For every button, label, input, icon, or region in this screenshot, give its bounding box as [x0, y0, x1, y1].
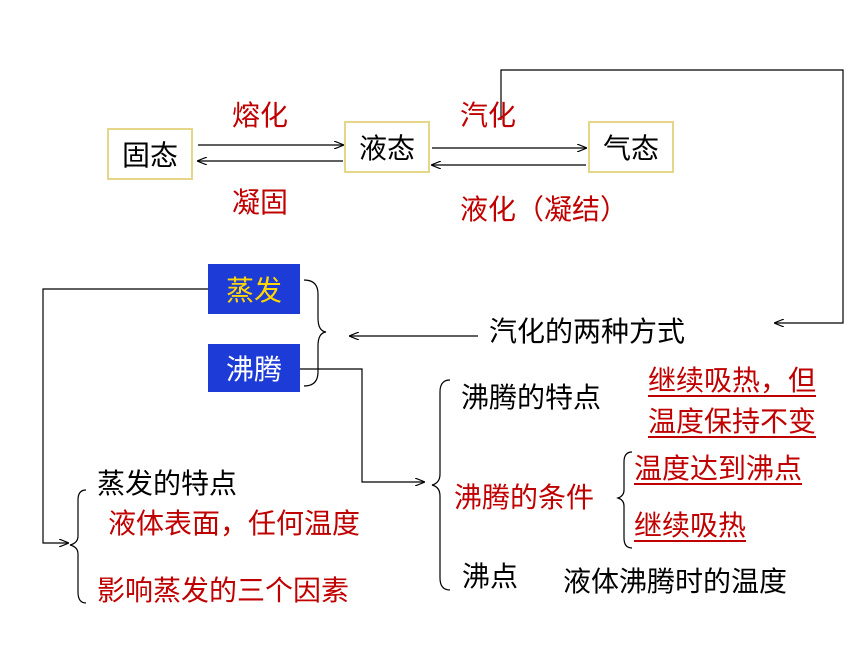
boiling-condition-2: 继续吸热: [634, 509, 747, 542]
boiling-box: 沸腾: [208, 344, 300, 392]
liquid-state-label: 液态: [358, 132, 415, 165]
vaporization-path-connector: [500, 69, 844, 323]
boiling-features-label: 沸腾的特点: [461, 381, 602, 414]
methods-brace: [303, 279, 327, 387]
boiling-conditions-label: 沸腾的条件: [454, 481, 595, 514]
solidifying-label: 凝固: [232, 186, 289, 219]
evaporation-features-label: 蒸发的特点: [97, 467, 238, 500]
boiling-condition-1: 温度达到沸点: [634, 452, 803, 485]
boiling-features-line1: 继续吸热，但: [648, 364, 817, 397]
boiling-brace: [431, 379, 451, 591]
evaporation-brace: [69, 489, 87, 604]
vaporization-label: 汽化: [460, 99, 517, 132]
evaporation-features-text: 液体表面，任何温度: [108, 507, 361, 540]
gas-state-label: 气态: [602, 132, 659, 165]
boiling-features-line2: 温度保持不变: [648, 405, 817, 438]
boiling-point-definition: 液体沸腾时的温度: [563, 565, 788, 598]
liquefaction-label: 液化（凝结）: [460, 193, 629, 226]
evaporation-connector: [42, 288, 208, 543]
melting-label: 熔化: [232, 99, 289, 132]
gas-state-box: 气态: [588, 121, 674, 173]
conditions-brace: [616, 451, 633, 549]
vaporization-methods-title: 汽化的两种方式: [489, 315, 686, 348]
solid-state-box: 固态: [107, 128, 193, 180]
boiling-label: 沸腾: [225, 353, 282, 386]
solid-state-label: 固态: [121, 139, 178, 172]
boiling-point-label: 沸点: [462, 560, 519, 593]
liquid-state-box: 液态: [344, 121, 430, 173]
evaporation-label: 蒸发: [225, 274, 282, 307]
boiling-connector: [300, 368, 424, 482]
evaporation-box: 蒸发: [208, 264, 300, 314]
evaporation-factors-label: 影响蒸发的三个因素: [97, 574, 350, 607]
